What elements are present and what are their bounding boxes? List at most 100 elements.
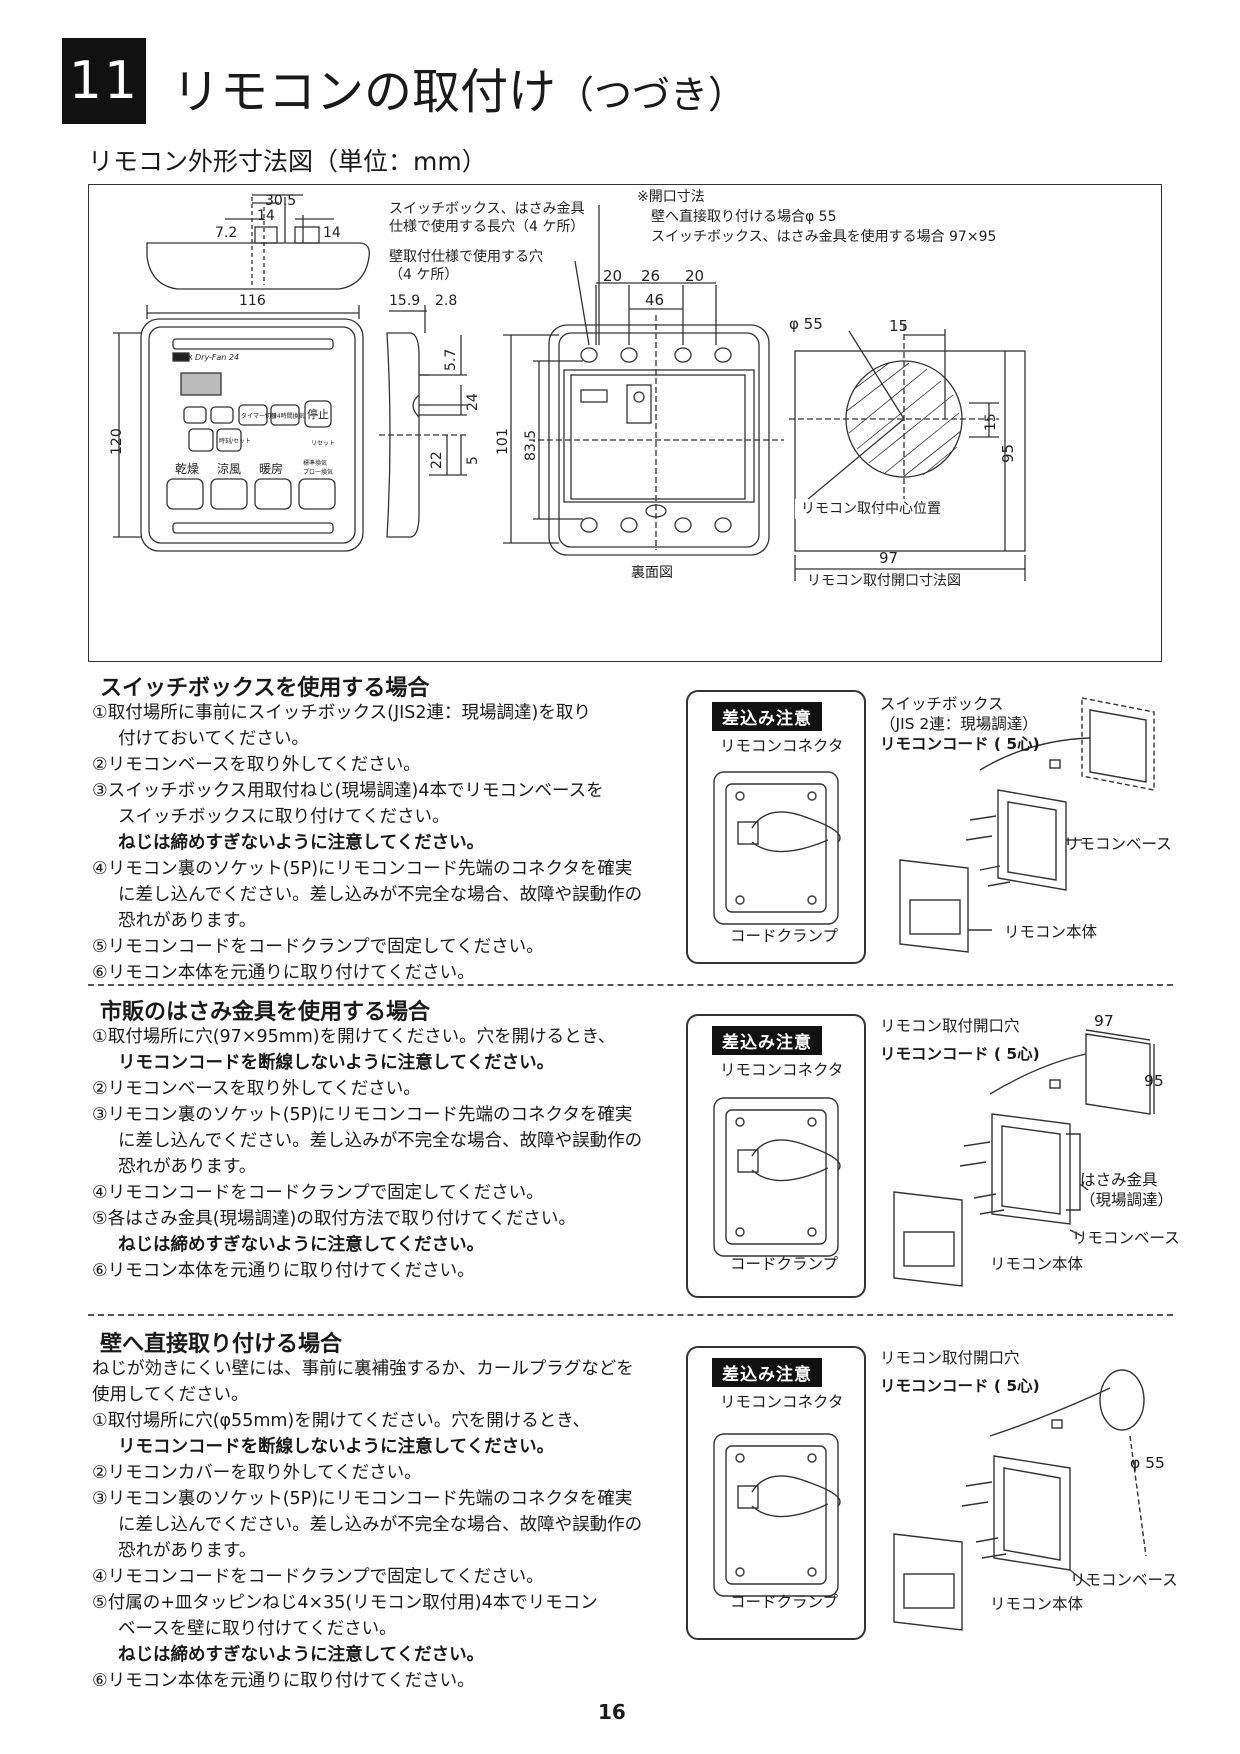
case3-phi: φ 55 (1130, 1454, 1165, 1472)
back-d-83.5: 83.5 (523, 430, 539, 461)
case1-step-line: スイッチボックスに取り付けてください。 (118, 807, 450, 827)
case2-base: リモコンベース (1072, 1229, 1180, 1247)
case1-step-line: ねじは締めすぎないように注意してください。 (118, 833, 485, 853)
top-d-14b: 14 (323, 225, 341, 241)
dimension-drawing: 30.5 14 7.2 14 116 120 MAX Dry-Fan 24 タイ… (88, 184, 1162, 662)
case3-step-line: リモコンコードを断線しないように注意してください。 (118, 1437, 555, 1457)
case1-figure (870, 690, 1180, 974)
case3-figure (870, 1346, 1180, 1650)
case3-cord: リモコンコード ( 5心) (880, 1377, 1040, 1395)
case2-d95: 95 (1144, 1072, 1164, 1090)
back-note4: （4 ケ所） (389, 267, 458, 283)
case3-clamp: コードクランプ (730, 1593, 839, 1611)
case2-connector: リモコンコネクタ (720, 1061, 844, 1079)
case1-step-line: ②リモコンベースを取り外してください。 (92, 755, 421, 775)
case3-step-line: ④リモコンコードをコードクランプで固定してください。 (92, 1567, 544, 1587)
case3-step-line: ベースを壁に取り付けてください。 (118, 1619, 397, 1639)
case3-steps: ねじが効きにくい壁には、事前に裏補強するか、カールプラグなどを使用してください。… (92, 1356, 642, 1694)
panel-key-std: 標準換気 (303, 459, 327, 467)
front-height: 120 (109, 428, 125, 455)
case3-inset (686, 1346, 866, 1640)
case3-step-line: 使用してください。 (92, 1385, 249, 1405)
case3-step-line: ①取付場所に穴(φ55mm)を開けてください。穴を開けるとき、 (92, 1411, 590, 1431)
front-view-body (140, 318, 364, 552)
case3-step-line: ねじが効きにくい壁には、事前に裏補強するか、カールプラグなどを (92, 1359, 634, 1379)
case2-clip2: （現場調達） (1080, 1191, 1174, 1209)
case3-step-line: ねじは締めすぎないように注意してください。 (118, 1645, 485, 1665)
open-center: リモコン取付中心位置 (801, 501, 941, 517)
panel-reset: 時刻/セット (219, 437, 251, 445)
case2-body: リモコン本体 (990, 1255, 1084, 1273)
top-d-7.2: 7.2 (215, 225, 237, 241)
case2-hole: リモコン取付開口穴 (880, 1017, 1020, 1035)
case3-step-line: ③リモコン裏のソケット(5P)にリモコンコード先端のコネクタを確実 (92, 1489, 633, 1509)
case2-step-line: ③リモコン裏のソケット(5P)にリモコンコード先端のコネクタを確実 (92, 1105, 633, 1125)
case2-step-line: ⑤各はさみ金具(現場調達)の取付方法で取り付けてください。 (92, 1209, 576, 1229)
case1-step-line: ⑥リモコン本体を元通りに取り付けてください。 (92, 963, 475, 983)
side-d-22: 22 (429, 451, 445, 469)
case2-caution: 差込み注意 (712, 1026, 822, 1055)
back-note1: スイッチボックス、はさみ金具 (389, 201, 585, 217)
open-d-95: 95 (999, 444, 1017, 463)
panel-model: Dry-Fan 24 (195, 353, 239, 362)
section-title: リモコンの取付け（つづき） (172, 52, 746, 122)
case2-step-line: 恐れがあります。 (118, 1157, 257, 1177)
case1-step-line: ③スイッチボックス用取付ねじ(現場調達)4本でリモコンベースを (92, 781, 604, 801)
case2-inset (686, 1014, 866, 1298)
case1-steps: ①取付場所に事前にスイッチボックス(JIS2連：現場調達)を取り付けておいてくだ… (92, 700, 642, 986)
case1-step-line: に差し込んでください。差し込みが不完全な場合、故障や誤動作の (118, 885, 643, 905)
case1-box1: スイッチボックス (880, 695, 1004, 713)
side-d-5: 5 (465, 456, 481, 465)
case2-step-line: ねじは締めすぎないように注意してください。 (118, 1235, 485, 1255)
case2-clamp: コードクランプ (730, 1255, 839, 1273)
top-d-30.5: 30.5 (265, 193, 296, 209)
case3-base: リモコンベース (1070, 1571, 1178, 1589)
open-note1: ※開口寸法 (637, 189, 705, 205)
case1-cord: リモコンコード ( 5心) (880, 735, 1040, 753)
panel-key-heat: 暖房 (259, 461, 283, 476)
panel-key-pro: プロ一換気 (303, 468, 333, 476)
back-note3: 壁取付仕様で使用する穴 (389, 248, 543, 265)
side-d-24: 24 (465, 393, 481, 411)
side-d-2.8: 2.8 (435, 293, 457, 309)
case2-step-line: リモコンコードを断線しないように注意してください。 (118, 1053, 555, 1073)
open-d-97: 97 (879, 549, 898, 567)
open-d-15b: 15 (983, 413, 999, 431)
title-main: リモコンの取付け (172, 64, 557, 120)
case1-step-line: 恐れがあります。 (118, 911, 257, 931)
case2-d97: 97 (1094, 1012, 1114, 1030)
case2-step-line: ⑥リモコン本体を元通りに取り付けてください。 (92, 1261, 475, 1281)
case2-steps: ①取付場所に穴(97×95mm)を開けてください。穴を開けるとき、リモコンコード… (92, 1024, 642, 1284)
case3-step-line: ⑥リモコン本体を元通りに取り付けてください。 (92, 1671, 475, 1691)
open-phi: φ 55 (789, 315, 823, 333)
side-d-15.9: 15.9 (389, 293, 420, 309)
case3-step-line: ②リモコンカバーを取り外してください。 (92, 1463, 422, 1483)
panel-reset-label: リセット (311, 440, 335, 447)
side-view-body (386, 332, 420, 538)
case1-inset (686, 690, 866, 964)
case1-inset-svg (713, 771, 841, 925)
case1-step-line: ①取付場所に事前にスイッチボックス(JIS2連：現場調達)を取り (92, 703, 591, 723)
opening-area (794, 350, 1026, 552)
top-view-body (146, 242, 370, 290)
case2-step-line: ④リモコンコードをコードクランプで固定してください。 (92, 1183, 544, 1203)
back-caption: 裏面図 (631, 564, 673, 581)
dimension-drawing-title: リモコン外形寸法図（単位：mm） (88, 147, 487, 176)
case1-connector: リモコンコネクタ (720, 737, 844, 755)
back-d-101: 101 (495, 428, 511, 455)
case2-inset-svg (713, 1097, 841, 1257)
open-d-15a: 15 (889, 317, 908, 335)
case1-caution: 差込み注意 (712, 702, 822, 731)
panel-timer: タイマー切替 (241, 412, 277, 420)
case3-hole: リモコン取付開口穴 (880, 1349, 1020, 1367)
case2-heading: 市販のはさみ金具を使用する場合 (100, 1000, 431, 1025)
separator-1 (88, 984, 1173, 986)
case2-figure-svg (893, 1029, 1155, 1287)
case1-step-line: 付けておいてください。 (118, 729, 309, 749)
panel-key-dry: 乾燥 (175, 462, 199, 476)
open-caption: リモコン取付開口寸法図 (807, 573, 961, 589)
back-d-46: 46 (645, 291, 664, 309)
front-width: 116 (239, 293, 266, 309)
title-sub: （つづき） (556, 73, 747, 117)
open-note2: 壁へ直接取り付ける場合φ 55 (651, 208, 837, 225)
